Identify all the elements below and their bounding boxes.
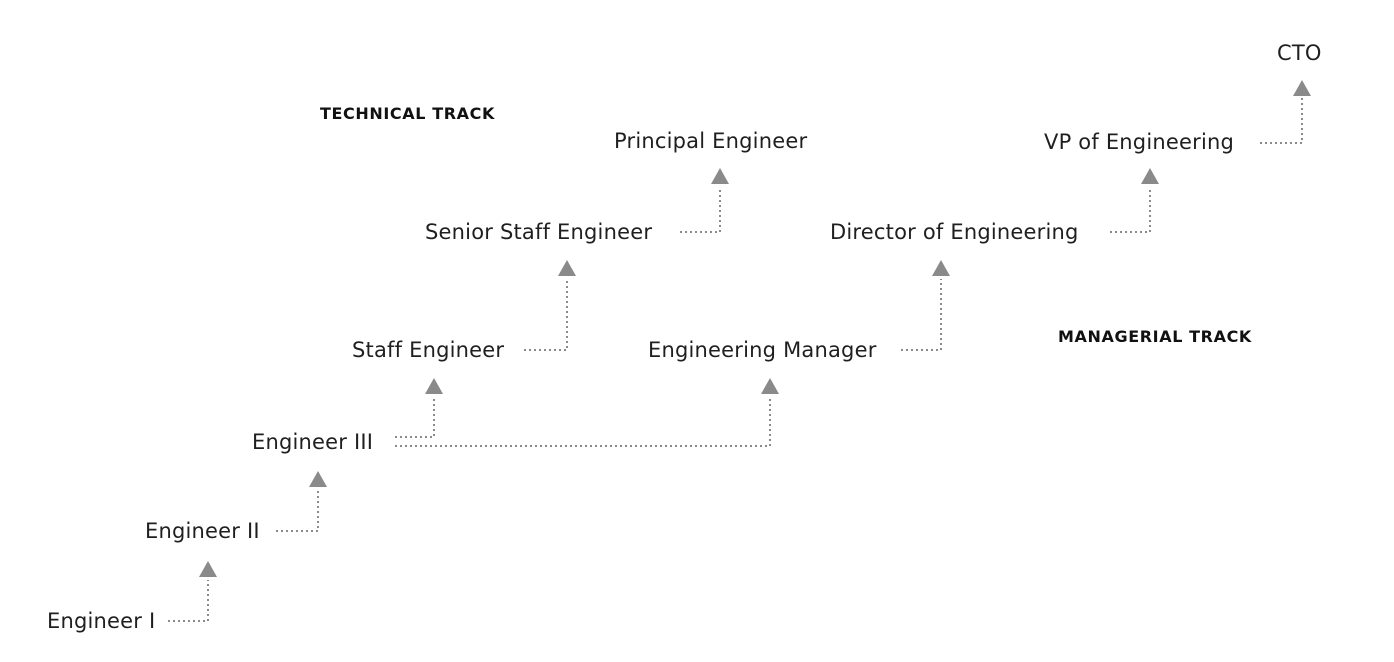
- connector-engineer-3-to-manager: [395, 397, 771, 447]
- node-senior-staff-engineer: Senior Staff Engineer: [425, 220, 653, 244]
- arrowhead-icon: [425, 378, 443, 394]
- arrowhead-icon: [558, 260, 576, 276]
- node-cto: CTO: [1277, 41, 1322, 65]
- connector-vp-to-cto: [1260, 98, 1303, 144]
- connector-engineer-3-to-staff: [395, 397, 435, 438]
- node-engineer-1: Engineer I: [47, 609, 156, 633]
- arrowhead-icon: [761, 378, 779, 394]
- arrowhead-icon: [932, 260, 950, 276]
- node-engineer-3: Engineer III: [252, 430, 374, 454]
- connector-director-to-vp: [1110, 187, 1151, 233]
- node-director-of-engineering: Director of Engineering: [830, 220, 1079, 244]
- managerial-track-label: MANAGERIAL TRACK: [1058, 327, 1252, 346]
- connector-senior-staff-to-principal: [680, 187, 721, 233]
- arrowhead-icon: [309, 471, 327, 487]
- node-vp-of-engineering: VP of Engineering: [1044, 130, 1235, 154]
- connector-engineer-1-to-2: [168, 580, 209, 622]
- connector-engineer-2-to-3: [276, 490, 319, 532]
- node-principal-engineer: Principal Engineer: [614, 129, 808, 153]
- arrowhead-icon: [711, 168, 729, 184]
- node-engineering-manager: Engineering Manager: [648, 338, 877, 362]
- technical-track-label: TECHNICAL TRACK: [320, 104, 495, 123]
- arrowhead-icon: [1293, 80, 1311, 96]
- node-staff-engineer: Staff Engineer: [352, 338, 505, 362]
- arrowhead-icon: [1141, 168, 1159, 184]
- node-engineer-2: Engineer II: [145, 519, 260, 543]
- arrowhead-icon: [199, 561, 217, 577]
- connector-manager-to-director: [901, 279, 942, 351]
- connector-staff-to-senior-staff: [524, 279, 568, 351]
